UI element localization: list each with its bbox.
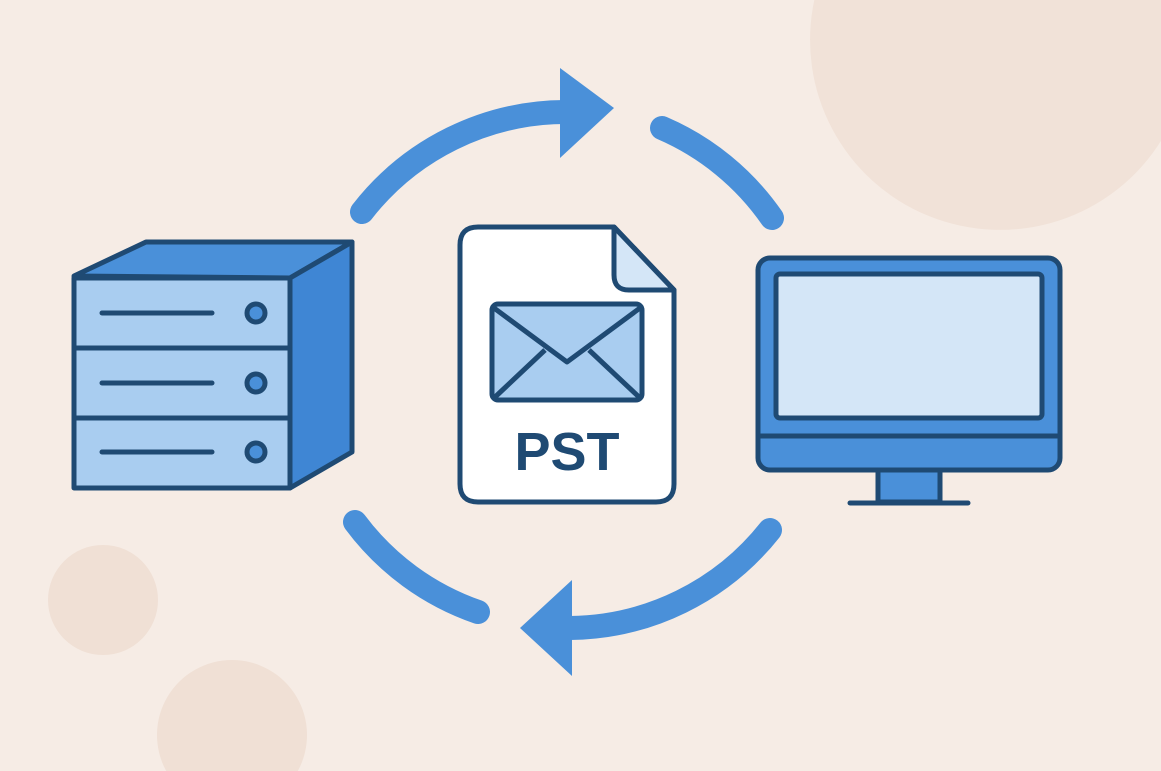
- arc-bottom-left: [343, 510, 490, 624]
- decor-circle-top-right: [810, 0, 1161, 230]
- sync-arrows-icon: [343, 100, 784, 640]
- arc-top-right: [650, 116, 784, 230]
- envelope-icon: [489, 301, 645, 403]
- arc-bottom-right: [558, 518, 782, 640]
- decor-circle-bottom: [157, 660, 307, 771]
- arrowhead-right-icon: [560, 68, 614, 158]
- monitor-icon: [755, 255, 1063, 506]
- arrowhead-left-icon: [520, 580, 572, 676]
- server-icon: [71, 239, 355, 491]
- decor-circle-left: [48, 545, 158, 655]
- file-type-label: PST: [514, 422, 619, 482]
- arc-top-left: [350, 100, 577, 224]
